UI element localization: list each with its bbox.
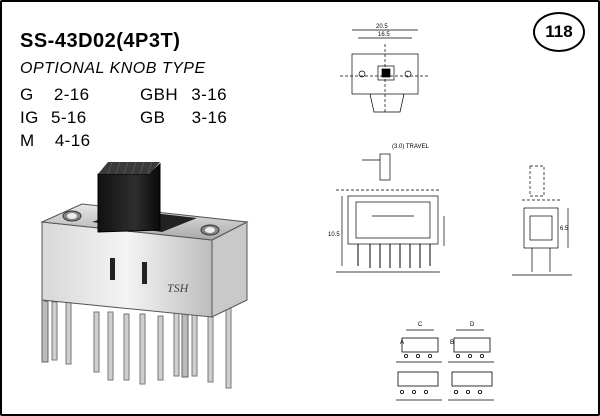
knob-size: 2-16 (53, 85, 90, 104)
schematic-label: B (450, 340, 454, 346)
knob-code: GB (140, 108, 166, 127)
knob-type-m: M 4-16 (20, 131, 90, 151)
knob-size: 3-16 (191, 85, 227, 104)
knob-code: GBH (140, 85, 179, 104)
knob-size: 4-16 (54, 131, 91, 150)
page-number-badge: 118 (533, 12, 585, 52)
knob-size: 3-16 (191, 108, 228, 127)
travel-label: (3.0) TRAVEL (392, 144, 429, 150)
dim-label: 16.5 (378, 32, 390, 38)
knob-icon (97, 161, 161, 233)
front-view-drawing: (3.0) TRAVEL 10.5 (328, 144, 445, 273)
schematic-label: D (470, 322, 475, 328)
terminal-pins (51, 291, 232, 389)
knob-code: G (20, 85, 34, 104)
knob-code: M (20, 131, 35, 150)
schematic-label: C (418, 322, 423, 328)
knob-size: 5-16 (51, 108, 87, 127)
knob-type-gbh: GBH 3-16 (140, 85, 227, 105)
dim-label: 20.5 (376, 24, 388, 30)
switch-product-illustration: TSH (40, 161, 249, 389)
height-dim-label: 10.5 (328, 232, 340, 238)
knob-type-ig: IG 5-16 (20, 108, 87, 128)
knob-type-g: G 2-16 (20, 85, 90, 105)
brand-mark: TSH (167, 281, 190, 295)
knob-code: IG (20, 108, 39, 127)
knob-type-gb: GB 3-16 (140, 108, 227, 128)
page-number: 118 (545, 22, 573, 41)
side-dim-label: 6.5 (560, 226, 569, 232)
knob-type-subtitle: OPTIONAL KNOB TYPE (20, 60, 206, 77)
circuit-schematic: A B C D (396, 322, 494, 401)
top-view-drawing: 20.5 16.5 (340, 24, 430, 113)
schematic-label: A (400, 340, 404, 346)
model-title: SS-43D02(4P3T) (20, 30, 181, 52)
side-view-drawing: 6.5 (512, 165, 572, 276)
